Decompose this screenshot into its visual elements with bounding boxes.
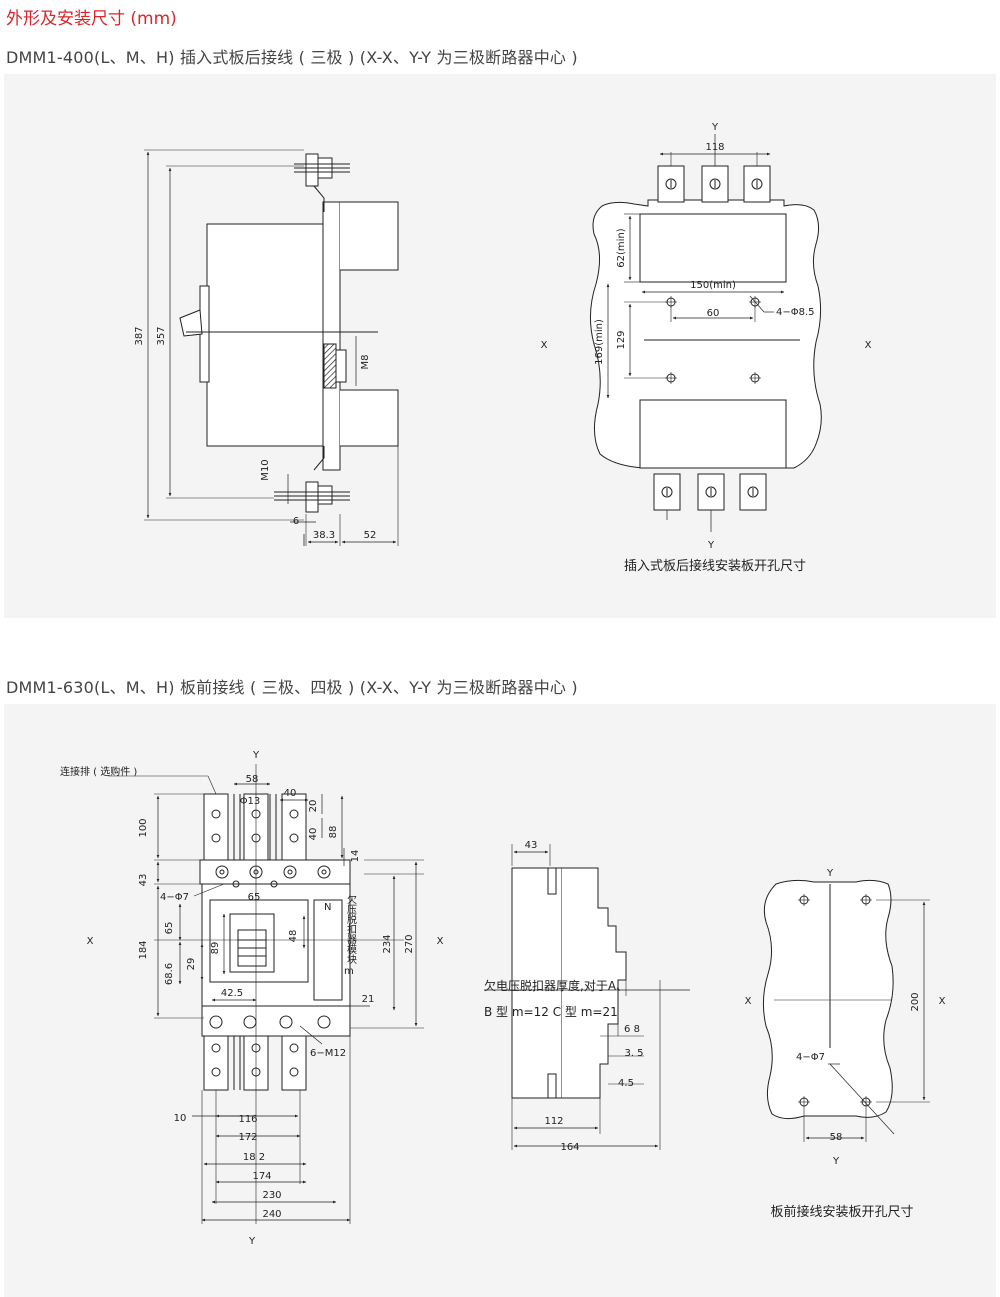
dim-172: 172 xyxy=(238,1132,257,1143)
dim-65b: 65 xyxy=(164,922,175,935)
dim-129: 129 xyxy=(616,330,627,349)
dim-40a: 40 xyxy=(284,788,297,799)
label-x-right-plate: X xyxy=(939,996,946,1007)
label-y-bottom-630: Y xyxy=(248,1236,256,1247)
dim-118: 118 xyxy=(705,142,724,153)
drawing-400: 387 357 M8 M10 6 38.3 52 xyxy=(134,122,872,574)
label-n: N xyxy=(324,902,331,913)
dim-200: 200 xyxy=(910,992,921,1011)
plate-view-400-labels: Y 118 62(min) 150(min) 60 4−Φ8.5 169(min… xyxy=(541,122,872,574)
label-connection-bar: 连接排 ( 选购件 ) xyxy=(60,765,137,778)
dim-40b: 40 xyxy=(308,828,319,841)
label-undervoltage-module: 欠压脱扣器模块 xyxy=(345,893,357,965)
dim-116: 116 xyxy=(238,1114,257,1125)
plate-caption-630: 板前接线安装板开孔尺寸 xyxy=(770,1204,913,1220)
dim-14: 14 xyxy=(350,850,361,863)
dim-42-5: 42.5 xyxy=(221,988,243,999)
dim-29: 29 xyxy=(186,958,197,971)
dim-43: 43 xyxy=(138,874,149,887)
front-view-630-labels: 连接排 ( 选购件 ) Y 58 Φ13 40 20 40 88 100 14 … xyxy=(60,750,444,1247)
dim-20: 20 xyxy=(308,800,319,813)
section2-title: DMM1-630(L、M、H) 板前接线 ( 三极、四极 ) (X-X、Y-Y … xyxy=(6,678,578,697)
dim-270: 270 xyxy=(404,934,415,953)
plate-view-400 xyxy=(590,134,822,532)
label-x-right: X xyxy=(865,340,872,351)
dim-182: 18 2 xyxy=(243,1152,265,1163)
dim-357: 357 xyxy=(156,326,167,345)
label-y-top-630: Y xyxy=(252,750,260,761)
dim-6m12: 6−M12 xyxy=(310,1048,346,1059)
side-view-630 xyxy=(484,844,690,1150)
dim-48: 48 xyxy=(288,930,299,943)
label-m: m xyxy=(344,966,354,977)
dim-112: 112 xyxy=(544,1116,563,1127)
note-undervoltage-1: 欠电压脱扣器厚度,对于A、 xyxy=(484,978,628,993)
drawing-630: 连接排 ( 选购件 ) Y 58 Φ13 40 20 40 88 100 14 … xyxy=(60,750,946,1247)
label-x-left: X xyxy=(541,340,548,351)
plate-view-630-labels: Y X X 200 4−Φ7 58 Y 板前接线安装板开孔尺寸 xyxy=(745,868,946,1220)
section1-title: DMM1-400(L、M、H) 插入式板后接线 ( 三极 ) (X-X、Y-Y … xyxy=(6,48,578,67)
dim-65a: 65 xyxy=(248,892,261,903)
dim-4-5: 4.5 xyxy=(618,1078,634,1089)
dim-10: 10 xyxy=(174,1113,187,1124)
label-y-bottom-plate: Y xyxy=(832,1156,840,1167)
dim-100: 100 xyxy=(138,818,149,837)
dim-164: 164 xyxy=(560,1142,579,1153)
dim-174: 174 xyxy=(252,1171,271,1182)
dim-230: 230 xyxy=(262,1190,281,1201)
dim-58: 58 xyxy=(246,774,259,785)
dim-38-3: 38.3 xyxy=(313,530,335,541)
dim-m8: M8 xyxy=(360,355,371,370)
dim-240: 240 xyxy=(262,1209,281,1220)
dim-6-8: 6 8 xyxy=(624,1024,640,1035)
dim-68-6: 68.6 xyxy=(164,963,175,985)
dim-m10: M10 xyxy=(260,459,271,480)
dim-58-plate: 58 xyxy=(830,1132,843,1143)
front-view-630 xyxy=(108,764,424,1224)
plate-caption-400: 插入式板后接线安装板开孔尺寸 xyxy=(624,558,806,574)
dim-3-5: 3. 5 xyxy=(624,1048,643,1059)
dim-184: 184 xyxy=(138,940,149,959)
label-y-top: Y xyxy=(711,122,719,133)
label-x-left-630: X xyxy=(87,936,94,947)
dim-60: 60 xyxy=(707,308,720,319)
label-y-top-plate: Y xyxy=(826,868,834,879)
label-x-right-630: X xyxy=(437,936,444,947)
dim-234: 234 xyxy=(382,934,393,953)
drawing-panel-400: 387 357 M8 M10 6 38.3 52 xyxy=(4,74,996,618)
page-heading: 外形及安装尺寸 (mm) xyxy=(6,9,177,29)
dim-89: 89 xyxy=(210,942,221,955)
side-view-400-labels: 387 357 M8 M10 6 38.3 52 xyxy=(134,326,376,541)
dim-4phi8-5: 4−Φ8.5 xyxy=(776,307,815,318)
dim-21: 21 xyxy=(362,994,375,1005)
label-y-bottom: Y xyxy=(707,540,715,551)
side-view-630-labels: 43 欠电压脱扣器厚度,对于A、 B 型 m=12 C 型 m=21 6 8 3… xyxy=(484,840,644,1153)
plate-view-630 xyxy=(762,879,930,1142)
dim-4phi7-plate: 4−Φ7 xyxy=(796,1052,825,1063)
dim-6: 6 xyxy=(293,516,299,527)
dim-387: 387 xyxy=(134,326,145,345)
note-undervoltage-2: B 型 m=12 C 型 m=21 xyxy=(484,1005,618,1019)
drawing-panel-630: 连接排 ( 选购件 ) Y 58 Φ13 40 20 40 88 100 14 … xyxy=(4,704,996,1297)
dim-88: 88 xyxy=(328,826,339,839)
dim-43-side: 43 xyxy=(525,840,538,851)
dim-4phi7: 4−Φ7 xyxy=(160,892,189,903)
dim-62min: 62(min) xyxy=(616,228,627,267)
dim-169min: 169(min) xyxy=(594,319,605,365)
dim-phi13: Φ13 xyxy=(240,796,261,807)
side-view-400 xyxy=(144,149,399,546)
dim-52: 52 xyxy=(364,530,377,541)
dim-150min: 150(min) xyxy=(690,280,736,291)
label-x-left-plate: X xyxy=(745,996,752,1007)
